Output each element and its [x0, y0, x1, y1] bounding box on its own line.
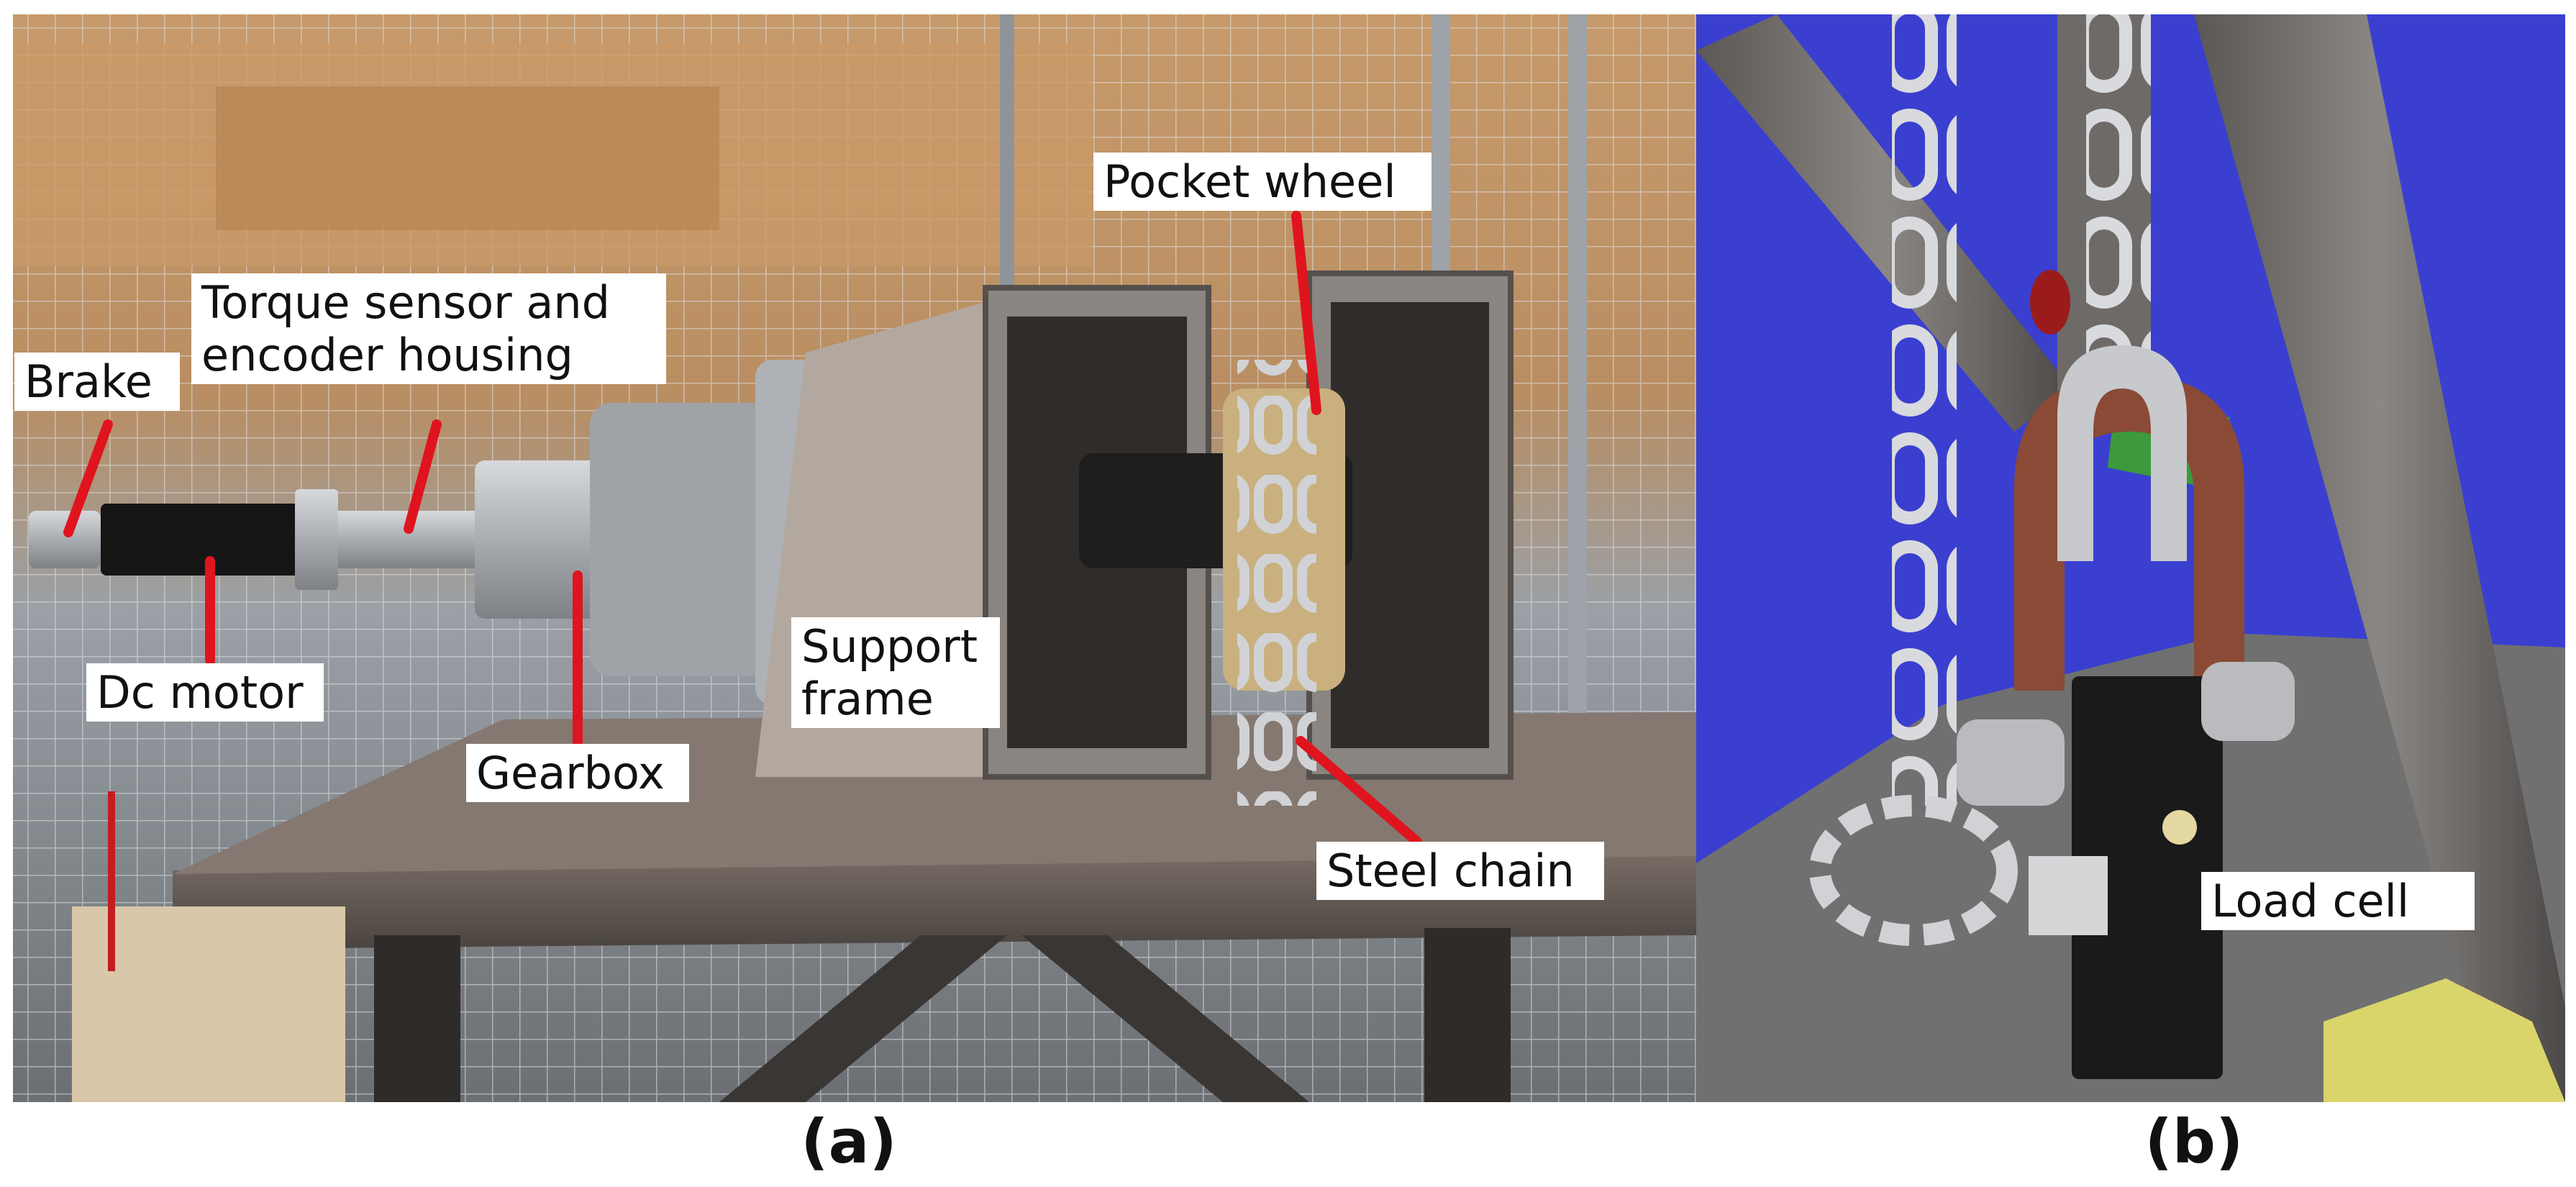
steel-chain-pointer [1296, 736, 1422, 847]
pocket-wheel-pointer [1291, 211, 1321, 415]
support-frame-label-line1: Support [801, 620, 978, 673]
support-frame-label-line2: frame [801, 673, 934, 726]
steel-chain-label: Steel chain [1316, 842, 1604, 901]
torque-sensor-label-line2: encoder housing [201, 329, 573, 382]
panel-b-caption: (b) [2144, 1106, 2244, 1177]
panel-a-caption: (a) [801, 1106, 897, 1177]
pocket-wheel-label: Pocket wheel [1093, 153, 1432, 212]
dc-motor-label: Dc motor [86, 663, 324, 722]
gearbox-label: Gearbox [466, 744, 689, 803]
load-cell-label: Load cell [2201, 872, 2475, 931]
brake-pointer [63, 419, 113, 537]
brake-label: Brake [14, 353, 180, 411]
torque-sensor-label: Torque sensor and encoder housing [191, 273, 666, 385]
torque-sensor-label-line1: Torque sensor and [201, 276, 610, 329]
torque-sensor-pointer [404, 419, 442, 534]
support-frame-label: Support frame [791, 617, 1000, 729]
